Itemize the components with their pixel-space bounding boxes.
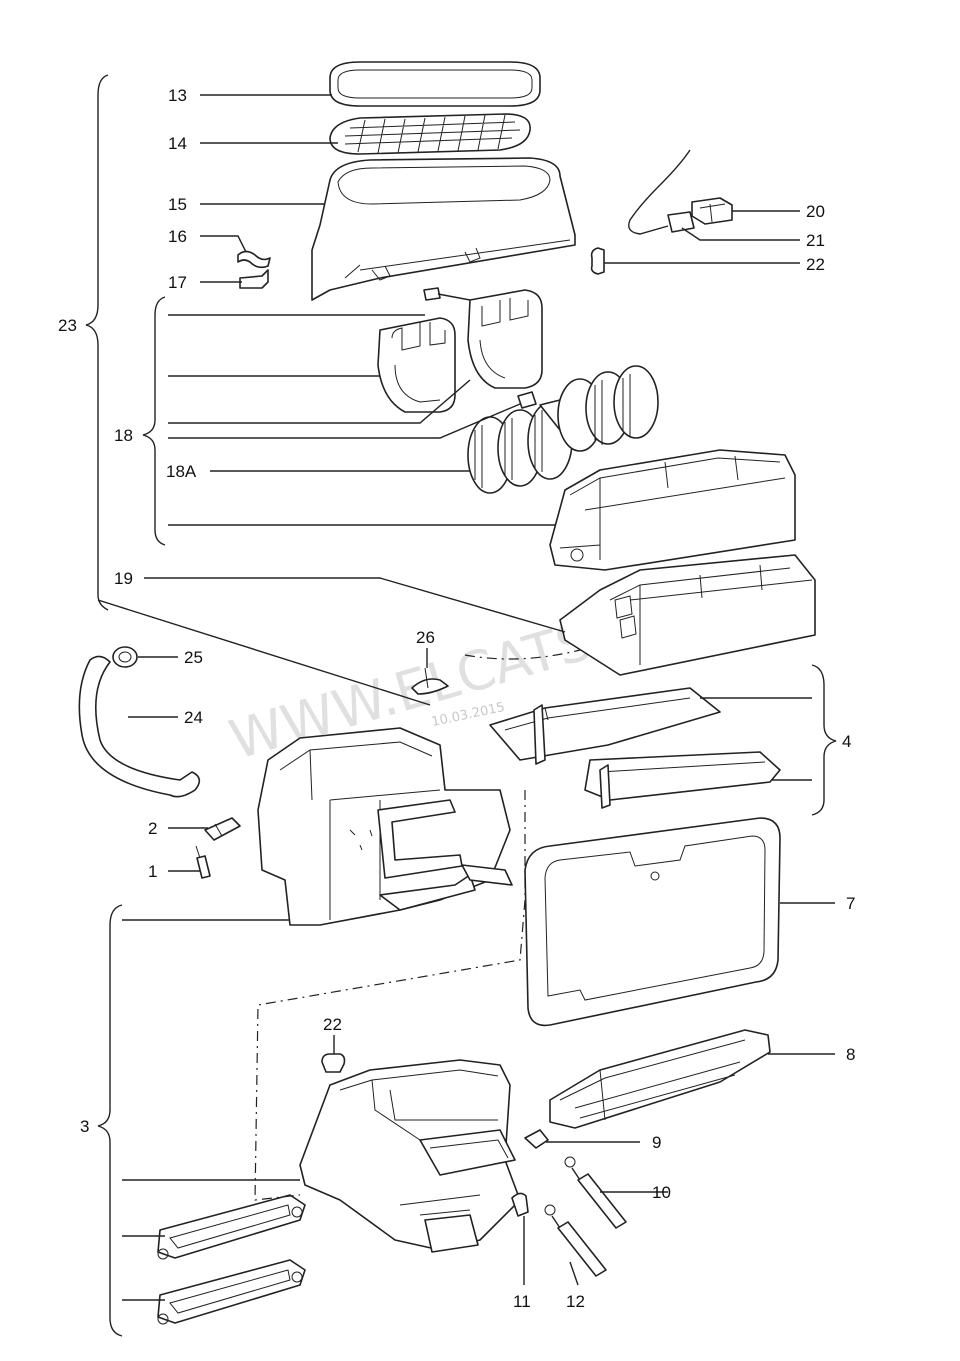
label-22-lower: 22 bbox=[323, 1015, 342, 1034]
bracket-3 bbox=[97, 904, 123, 1337]
part-8-heater-core bbox=[549, 1029, 771, 1129]
part-24-drain-hose bbox=[78, 655, 201, 798]
label-24: 24 bbox=[184, 708, 203, 727]
bracket-23 bbox=[85, 74, 109, 611]
part-16-clip bbox=[237, 250, 271, 269]
part-4-air-ducts bbox=[489, 687, 781, 809]
label-15: 15 bbox=[168, 195, 187, 214]
label-23: 23 bbox=[58, 316, 77, 335]
label-16: 16 bbox=[168, 227, 187, 246]
label-20: 20 bbox=[806, 202, 825, 221]
part-19-housing bbox=[559, 554, 816, 676]
bracket-4 bbox=[811, 664, 837, 816]
part-heater-box-upper bbox=[257, 727, 513, 926]
part-10-adjuster-rod bbox=[564, 1156, 627, 1229]
label-17: 17 bbox=[168, 273, 187, 292]
part-22-clip-lower bbox=[321, 1053, 346, 1073]
label-26: 26 bbox=[416, 628, 435, 647]
label-18a: 18A bbox=[166, 462, 197, 481]
assembly-line-19 bbox=[464, 649, 581, 660]
part-21-harness bbox=[628, 149, 695, 235]
part-air-flap-lower bbox=[157, 1259, 306, 1325]
part-18-screw bbox=[423, 287, 471, 301]
part-13-seal bbox=[329, 61, 541, 107]
label-4: 4 bbox=[842, 732, 851, 751]
part-15-air-inlet-housing bbox=[311, 157, 576, 301]
label-10: 10 bbox=[652, 1183, 671, 1202]
label-14: 14 bbox=[168, 134, 187, 153]
label-19: 19 bbox=[114, 569, 133, 588]
part-25-hose-clamp bbox=[112, 646, 138, 668]
part-12-adjuster-rod bbox=[544, 1204, 607, 1277]
part-7-frame-seal bbox=[524, 817, 781, 1027]
label-11: 11 bbox=[513, 1292, 531, 1311]
part-26-clip bbox=[411, 667, 449, 695]
label-21: 21 bbox=[806, 231, 825, 250]
part-9-clip bbox=[524, 1129, 549, 1149]
label-8: 8 bbox=[846, 1045, 855, 1064]
part-heater-box-lower bbox=[299, 1059, 521, 1253]
part-18a-blower-motor bbox=[467, 365, 659, 494]
label-22-top: 22 bbox=[806, 255, 825, 274]
label-3: 3 bbox=[80, 1117, 89, 1136]
label-12: 12 bbox=[566, 1292, 585, 1311]
label-18: 18 bbox=[114, 426, 133, 445]
part-2-temperature-sensor bbox=[204, 817, 241, 841]
label-7: 7 bbox=[846, 894, 855, 913]
part-22-clip-top bbox=[590, 247, 605, 275]
reference-numbers: 13 14 15 16 17 20 21 22 23 18 18A 19 26 … bbox=[58, 86, 855, 1311]
part-air-flap-upper bbox=[157, 1194, 306, 1260]
bracket-18 bbox=[142, 296, 166, 546]
label-13: 13 bbox=[168, 86, 187, 105]
part-18-blower-housing bbox=[549, 449, 796, 571]
label-9: 9 bbox=[652, 1133, 661, 1152]
part-11-clip bbox=[511, 1192, 529, 1217]
part-14-mesh-screen bbox=[329, 113, 531, 155]
part-17-clip bbox=[239, 269, 269, 289]
part-1-spring-clip bbox=[195, 845, 211, 879]
part-20-connector bbox=[691, 197, 733, 225]
part-18-fan-shroud-right bbox=[467, 289, 543, 389]
part-18-fan-shroud-left bbox=[377, 317, 456, 413]
label-25: 25 bbox=[184, 648, 203, 667]
label-1: 1 bbox=[148, 862, 157, 881]
label-2: 2 bbox=[148, 819, 157, 838]
leader-lines bbox=[97, 94, 835, 1301]
assembly-line-main bbox=[254, 790, 526, 1201]
